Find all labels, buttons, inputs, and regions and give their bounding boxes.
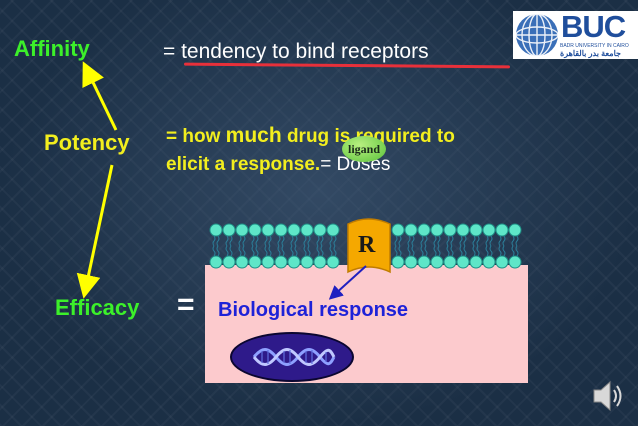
arrow-to-efficacy <box>76 164 114 299</box>
biological-response-text: Biological response <box>218 299 409 321</box>
university-logo: BUC BADR UNIVERSITY IN CAIRO جامعة بدر ب… <box>513 9 638 59</box>
affinity-definition: = tendency to bind receptors <box>163 40 429 63</box>
logo-subtitle: BADR UNIVERSITY IN CAIRO <box>560 43 629 49</box>
potency-emphasis: much <box>225 124 282 147</box>
efficacy-label: Efficacy <box>55 295 140 320</box>
affinity-label: Affinity <box>14 36 90 61</box>
receptor <box>347 218 391 274</box>
potency-line2: elicit a response. <box>166 154 321 175</box>
nucleus <box>230 332 354 382</box>
lipid-bilayer-right <box>391 223 522 269</box>
dna-helix <box>252 348 336 366</box>
logo-name: BUC <box>561 9 626 44</box>
ligand-ellipse: ligand <box>342 136 386 162</box>
potency-label: Potency <box>44 130 130 155</box>
receptor-arrow <box>328 265 367 300</box>
globe-icon <box>515 13 559 57</box>
equals-sign: = <box>177 288 195 321</box>
speaker-icon[interactable] <box>590 378 628 414</box>
lipid-bilayer-left <box>209 223 340 269</box>
potency-prefix: = how <box>166 126 226 147</box>
logo-arabic: جامعة بدر بالقاهرة <box>560 49 621 58</box>
receptor-label: R <box>358 232 376 258</box>
arrow-to-affinity <box>82 61 118 131</box>
